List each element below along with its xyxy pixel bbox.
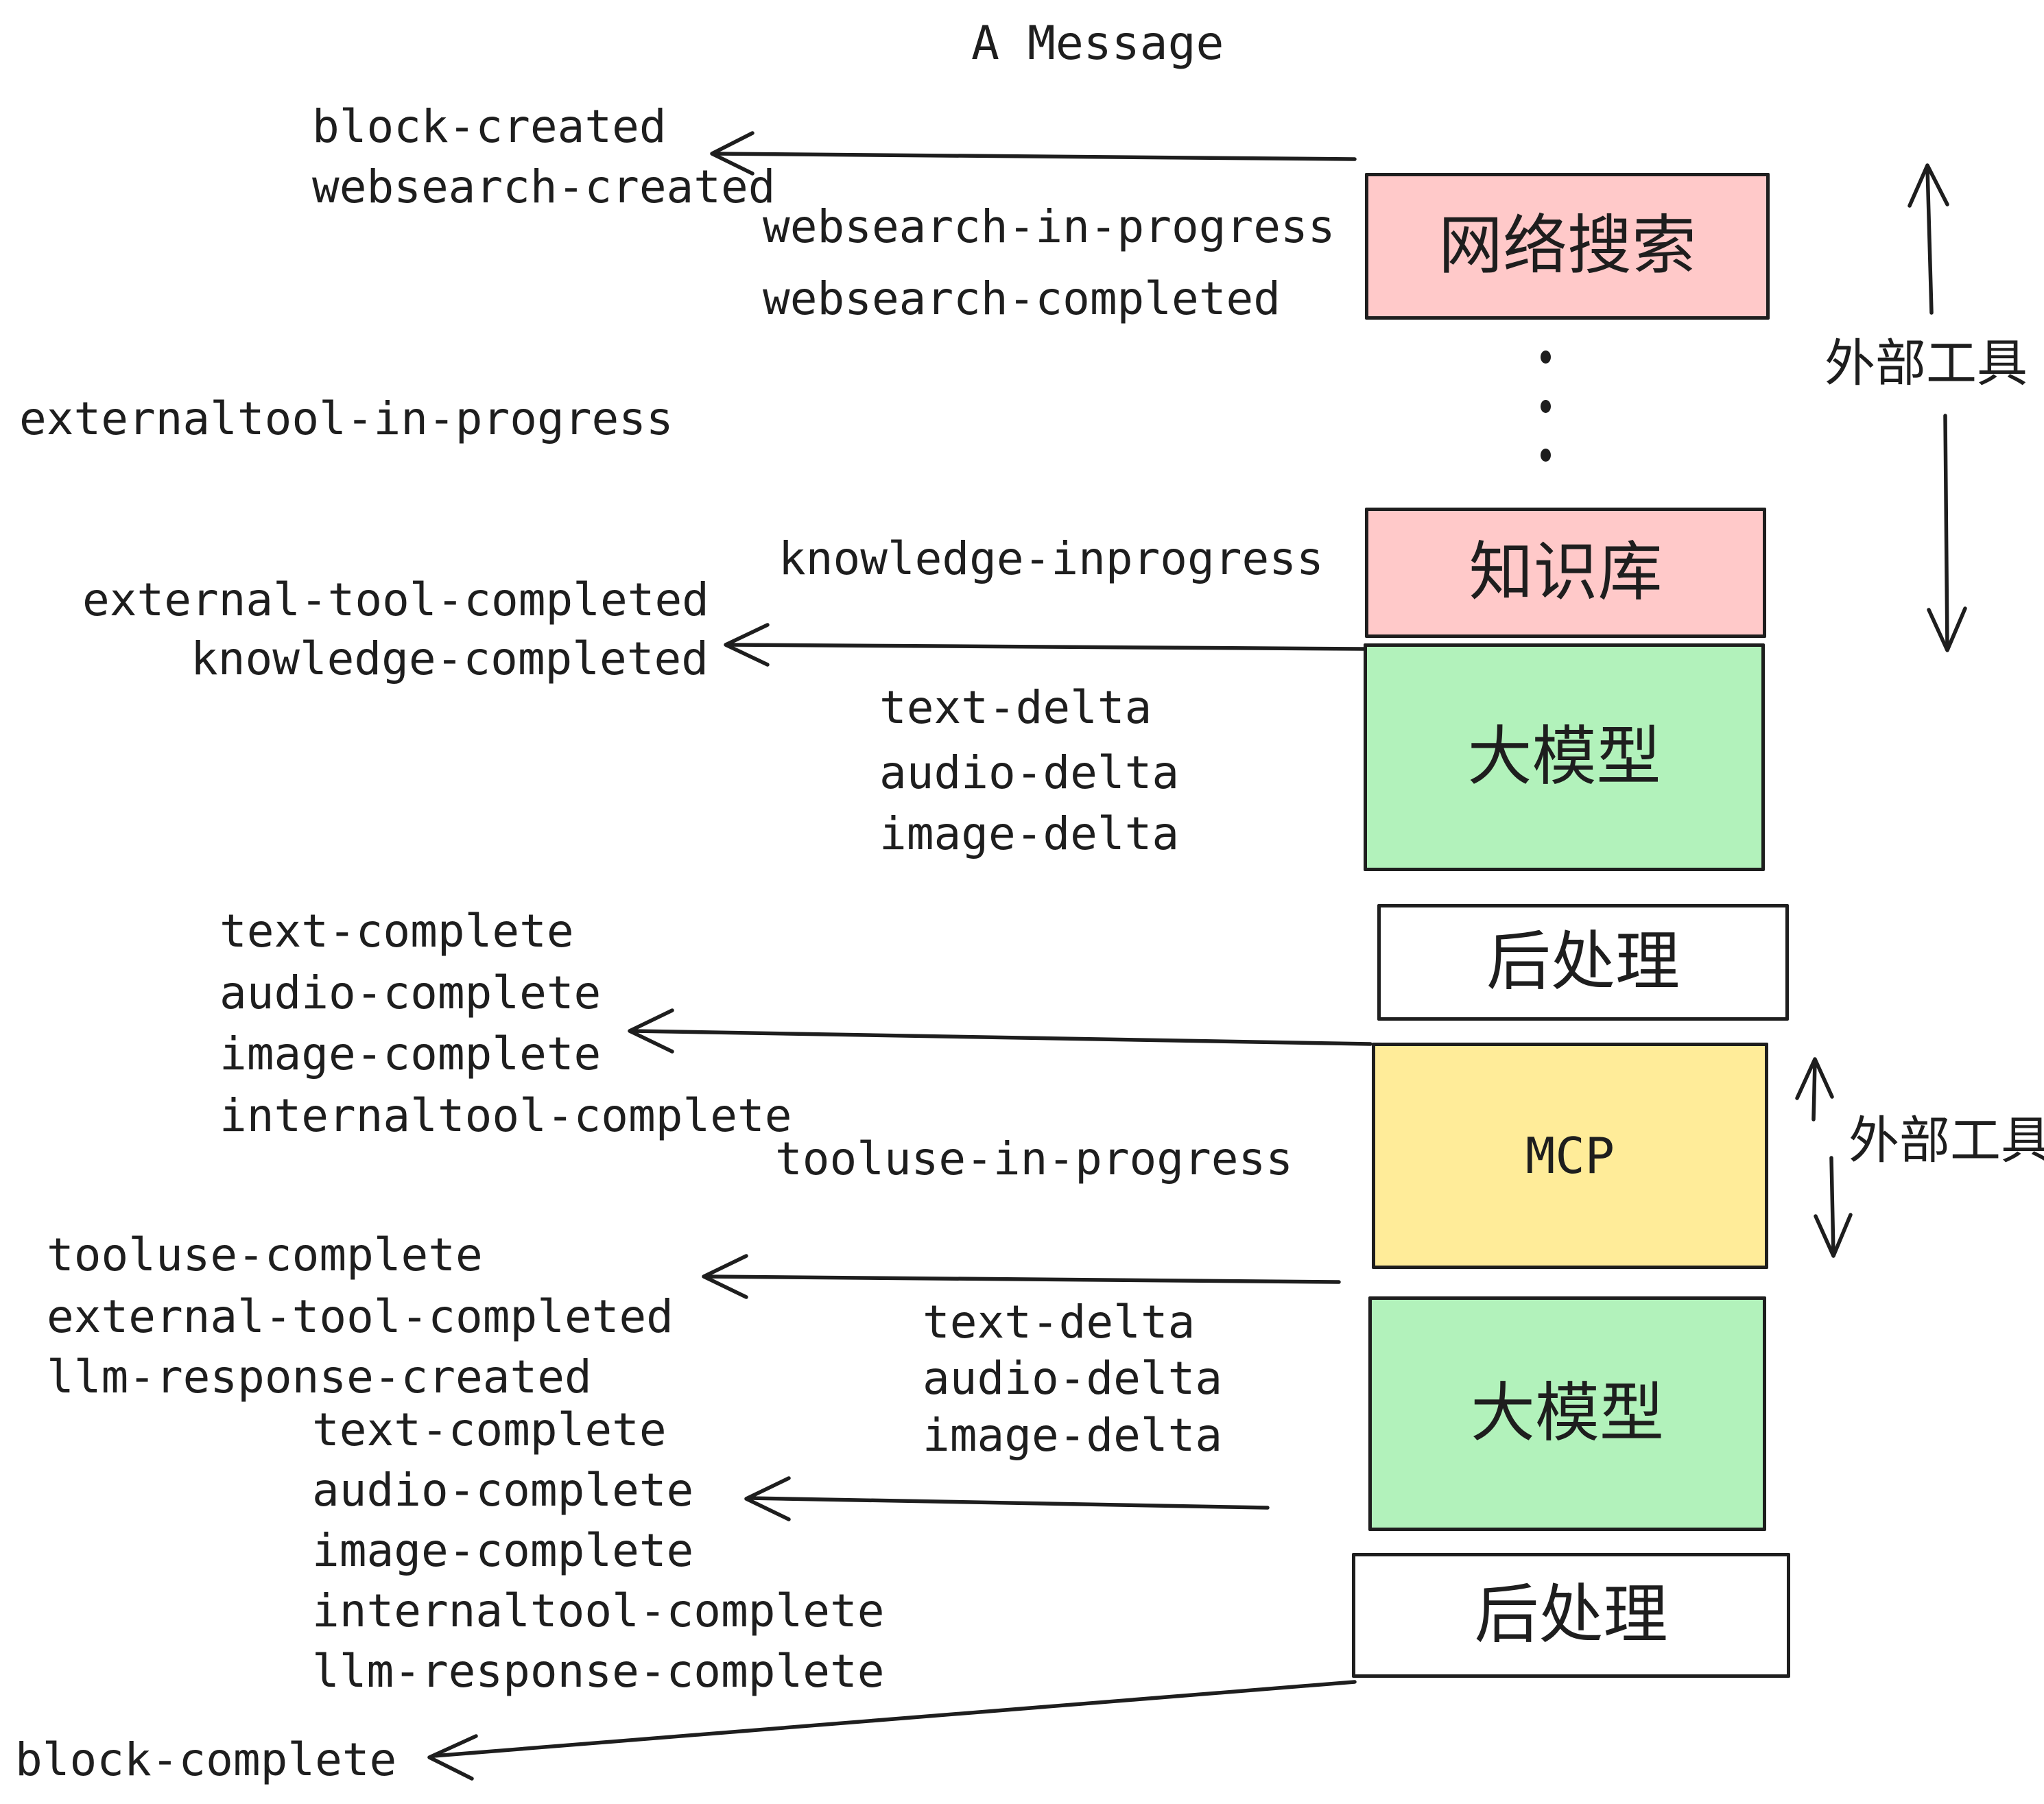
event-websearch-completed: websearch-completed: [763, 272, 1281, 325]
ellipsis-dot-icon: [1541, 449, 1551, 462]
event-internaltool-complete-2: internaltool-complete: [312, 1585, 885, 1637]
event-audio-delta-1: audio-delta: [879, 746, 1180, 799]
external-tools-down-arrowhead: [1927, 606, 1967, 652]
arrowhead-image-complete: [628, 1008, 674, 1054]
arrow-to-knowledge-completed: [726, 643, 1366, 651]
arrowhead-block-created: [710, 131, 754, 176]
diagram-title: A Message: [971, 16, 1224, 71]
external-tools-down-arrow: [1943, 414, 1949, 650]
event-knowledge-completed: knowledge-completed: [191, 632, 709, 685]
event-tooluse-in-progress: tooluse-in-progress: [775, 1132, 1293, 1185]
box-llm-1: 大模型: [1364, 643, 1765, 871]
event-audio-complete-1: audio-complete: [219, 966, 602, 1019]
event-image-complete-1: image-complete: [219, 1028, 602, 1080]
box-mcp-label: MCP: [1525, 1127, 1615, 1185]
event-llm-response-created: llm-response-created: [47, 1351, 592, 1403]
arrowhead-knowledge-completed: [724, 623, 770, 667]
arrow-to-audio-complete: [747, 1496, 1270, 1510]
box-post-process-1-label: 后处理: [1486, 925, 1680, 999]
box-knowledge-base: 知识库: [1365, 508, 1766, 638]
box-mcp: MCP: [1372, 1043, 1768, 1269]
box-llm-2: 大模型: [1368, 1296, 1766, 1531]
arrow-to-image-complete: [630, 1029, 1372, 1046]
box-web-search: 网络搜索: [1365, 173, 1770, 320]
box-llm-1-label: 大模型: [1467, 720, 1661, 794]
box-web-search-label: 网络搜索: [1438, 209, 1696, 283]
arrowhead-block-complete: [427, 1734, 478, 1781]
external-tools-label-top: 外部工具: [1825, 334, 2028, 393]
box-post-process-2: 后处理: [1352, 1553, 1790, 1678]
arrow-to-tooluse-complete: [704, 1274, 1341, 1284]
event-external-tool-completed-1: external-tool-completed: [82, 573, 709, 626]
arrowhead-tooluse-complete: [702, 1254, 748, 1299]
box-knowledge-base-label: 知识库: [1469, 535, 1663, 610]
event-websearch-in-progress: websearch-in-progress: [763, 200, 1335, 253]
event-internaltool-complete-1: internaltool-complete: [219, 1089, 792, 1142]
event-external-tool-completed-2: external-tool-completed: [47, 1290, 674, 1343]
event-audio-delta-2: audio-delta: [923, 1352, 1223, 1405]
box-post-process-2-label: 后处理: [1474, 1578, 1668, 1652]
event-knowledge-inprogress: knowledge-inprogress: [779, 532, 1324, 585]
event-text-complete-1: text-complete: [219, 905, 574, 958]
event-externaltool-in-progress: externaltool-in-progress: [19, 392, 674, 445]
event-websearch-created: websearch-created: [312, 161, 776, 213]
mcp-external-down-arrowhead: [1814, 1213, 1853, 1258]
arrowhead-audio-complete: [744, 1476, 791, 1521]
event-audio-complete-2: audio-complete: [312, 1464, 694, 1517]
box-post-process-1: 后处理: [1377, 904, 1789, 1021]
external-tools-up-arrow: [1925, 165, 1934, 315]
mcp-external-up-arrowhead: [1795, 1057, 1834, 1100]
event-llm-response-complete: llm-response-complete: [312, 1645, 885, 1698]
event-image-delta-1: image-delta: [879, 807, 1180, 860]
event-image-complete-2: image-complete: [312, 1524, 694, 1577]
mcp-external-up-arrow: [1811, 1060, 1817, 1121]
event-image-delta-2: image-delta: [923, 1409, 1223, 1462]
ellipsis-dot-icon: [1541, 400, 1551, 413]
arrow-to-block-complete: [431, 1680, 1357, 1758]
event-text-complete-2: text-complete: [312, 1403, 667, 1456]
event-block-created: block-created: [312, 100, 667, 153]
mcp-external-down-arrow: [1829, 1156, 1835, 1256]
event-text-delta-2: text-delta: [923, 1296, 1196, 1349]
external-tools-label-mcp: 外部工具: [1849, 1111, 2044, 1170]
external-tools-up-arrowhead: [1908, 163, 1949, 208]
event-tooluse-complete: tooluse-complete: [47, 1229, 483, 1281]
event-text-delta-1: text-delta: [879, 681, 1152, 734]
arrow-to-block-created: [711, 152, 1357, 161]
box-llm-2-label: 大模型: [1470, 1376, 1664, 1451]
ellipsis-dot-icon: [1541, 351, 1551, 364]
event-block-complete: block-complete: [15, 1733, 397, 1786]
